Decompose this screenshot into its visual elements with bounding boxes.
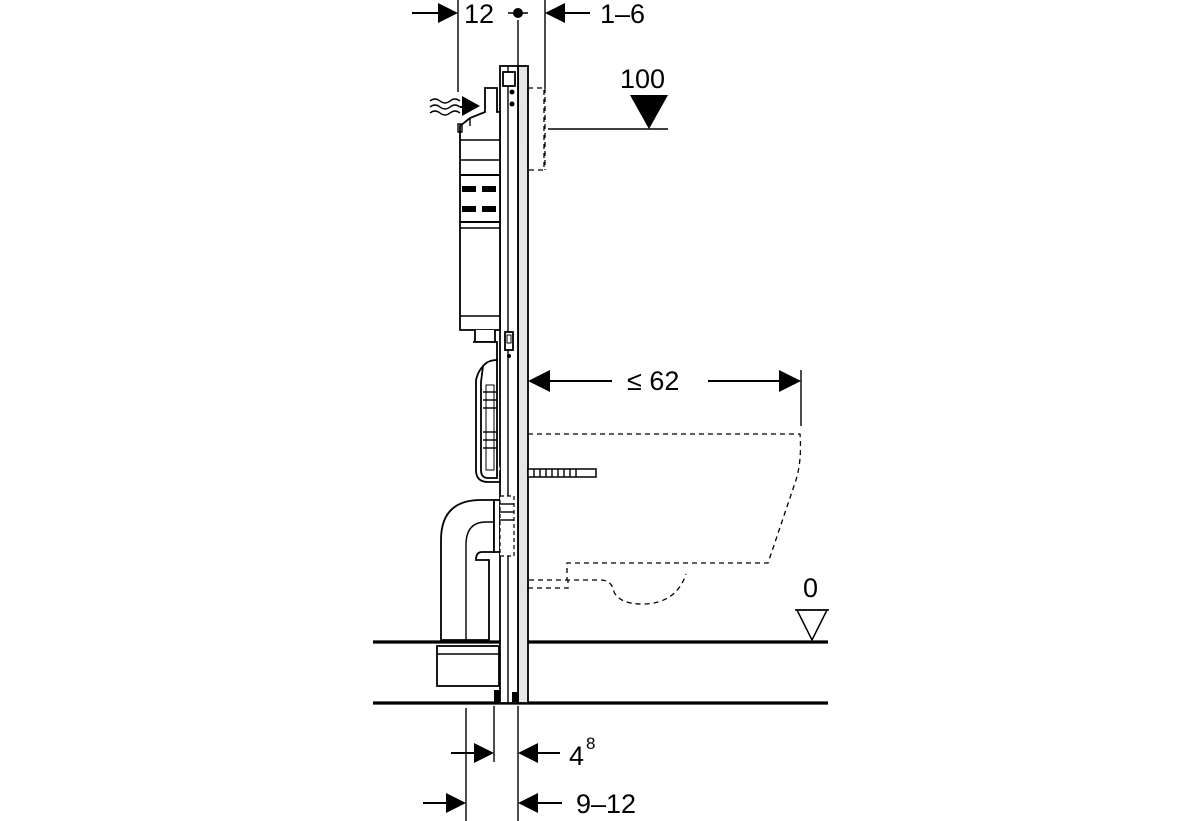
water-inlet-icon <box>429 96 480 116</box>
fixing-rod <box>527 468 597 478</box>
bottom-dimension-range: 9–12 <box>423 708 636 821</box>
projection-dimension: ≤ 62 <box>528 366 802 426</box>
flush-pipe <box>473 330 501 483</box>
height-mark-100: 100 <box>548 64 668 130</box>
dim-top-range-label: 1–6 <box>600 0 645 29</box>
dim-height-label: 100 <box>620 64 665 94</box>
wall-hung-toilet-outline <box>527 433 802 605</box>
floor-level-mark: 0 <box>795 573 829 642</box>
dim-frame-depth-superscript: 8 <box>586 734 595 753</box>
drain-bend <box>436 495 515 687</box>
dim-top-offset-label: 12 <box>464 0 494 29</box>
actuator-plate-outline <box>527 87 546 171</box>
dim-bottom-range-label: 9–12 <box>576 789 636 819</box>
concealed-cistern <box>457 87 501 331</box>
top-dimension: 12 1–6 <box>412 0 645 92</box>
dim-frame-depth-label: 4 <box>569 741 584 771</box>
dim-projection-label: ≤ 62 <box>627 366 679 396</box>
dim-floor-level-label: 0 <box>803 573 818 603</box>
bottom-dimension-frame-depth: 4 8 <box>451 706 595 821</box>
